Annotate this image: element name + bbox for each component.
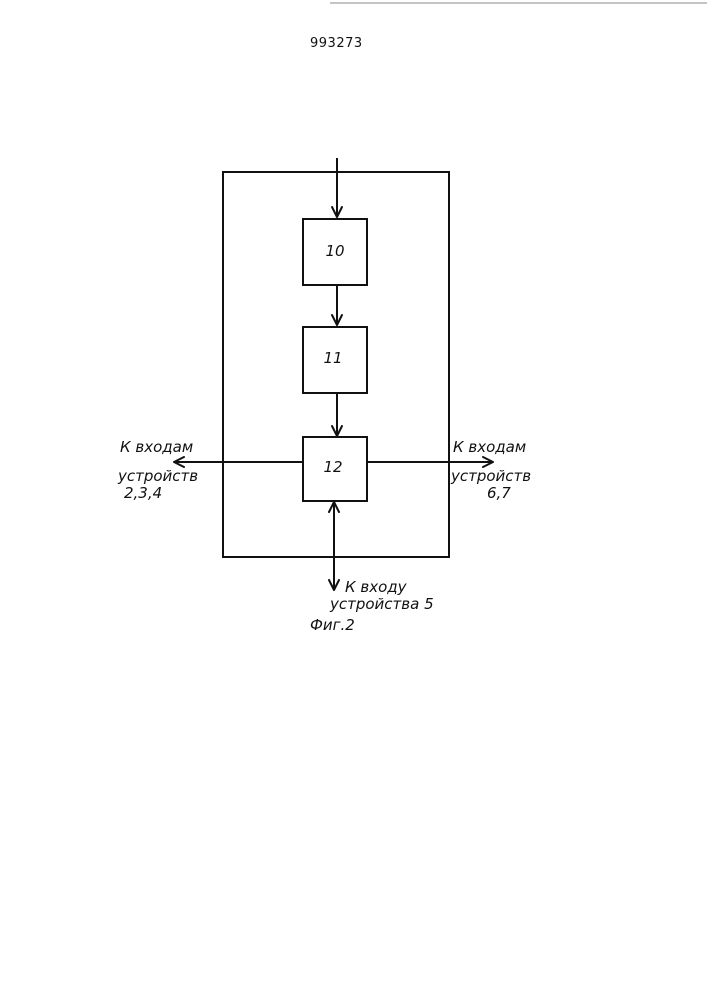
block-12-label: 12 (323, 458, 342, 476)
left-label-line3: 2,3,4 (124, 484, 162, 502)
document-number: 993273 (310, 36, 363, 51)
bottom-label-line2: устройства 5 (329, 595, 434, 613)
bottom-label-line1: К входу (345, 578, 408, 596)
block-11-label: 11 (323, 349, 342, 367)
right-label-line2: устройств (450, 467, 531, 485)
right-label-line3: 6,7 (487, 484, 511, 502)
left-label-line1: К входам (120, 438, 193, 456)
left-label-line2: устройств (117, 467, 198, 485)
block-10-label: 10 (325, 242, 344, 260)
figure-caption: Фиг.2 (310, 616, 355, 634)
right-label-line1: К входам (453, 438, 526, 456)
